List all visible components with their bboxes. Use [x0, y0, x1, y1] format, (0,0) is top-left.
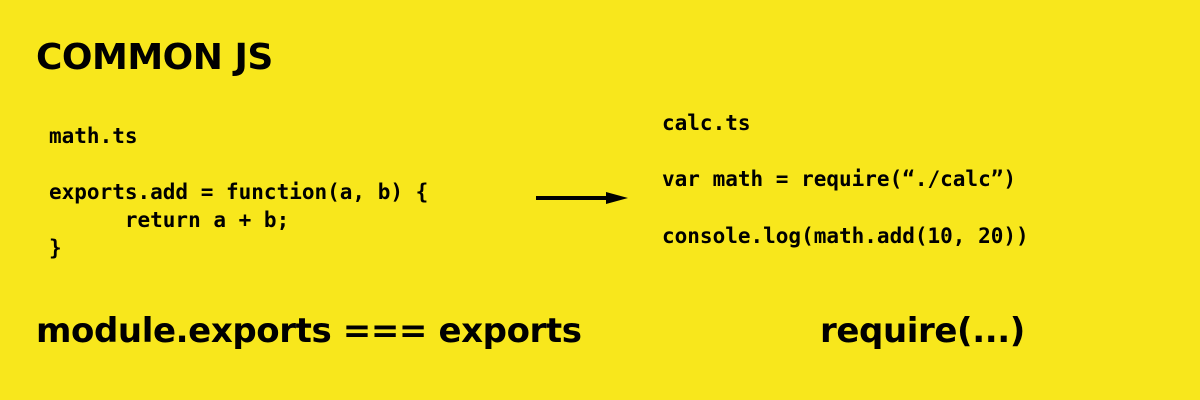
- footer-left-text: module.exports === exports: [36, 311, 582, 351]
- left-filename: math.ts: [49, 124, 138, 148]
- right-console-line: console.log(math.add(10, 20)): [662, 224, 1029, 248]
- right-require-line: var math = require(“./calc”): [662, 167, 1017, 191]
- footer-right-text: require(...): [820, 311, 1025, 351]
- arrow-right-icon: [536, 192, 628, 204]
- slide-title: COMMON JS: [36, 37, 273, 78]
- right-filename: calc.ts: [662, 111, 751, 135]
- left-code-block: exports.add = function(a, b) { return a …: [49, 180, 429, 260]
